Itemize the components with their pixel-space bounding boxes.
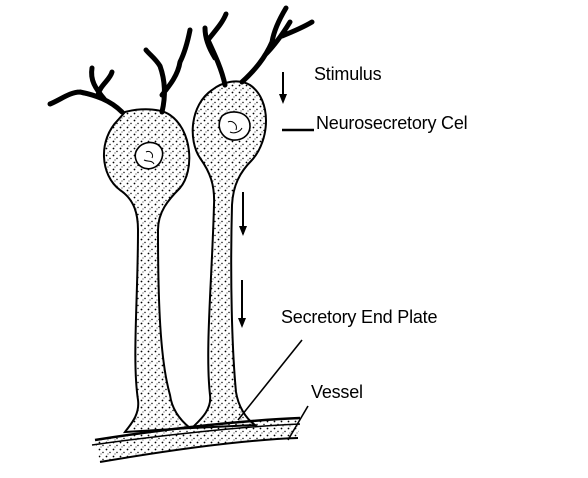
left-neurosecretory-cell [47, 27, 193, 434]
down-arrow-icon [239, 192, 247, 236]
vessel-shape [91, 416, 301, 463]
down-arrow-icon [279, 72, 287, 104]
vessel-label: Vessel [311, 382, 363, 402]
down-arrow-icon [238, 280, 246, 328]
stimulus-label: Stimulus [314, 64, 382, 84]
vessel-leader-line [287, 405, 309, 441]
neurosecretory-cell-label: Neurosecretory Cel [316, 113, 468, 133]
end-plate-leader-line [237, 339, 303, 421]
right-neurosecretory-cell [189, 5, 315, 430]
secretory-end-plate-label: Secretory End Plate [281, 307, 438, 327]
